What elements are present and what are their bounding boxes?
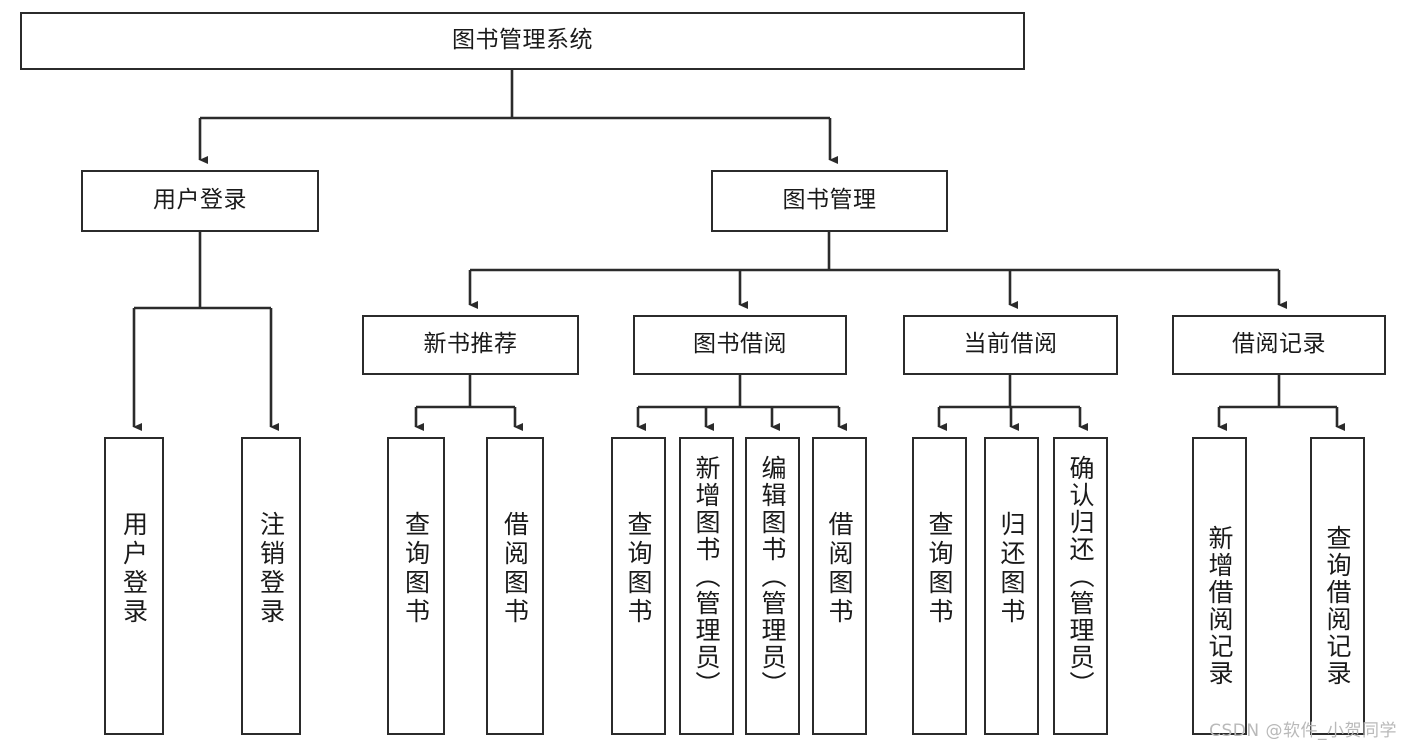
- node-label: 借阅图书: [825, 511, 854, 627]
- node-label: 当前借阅: [963, 331, 1058, 358]
- node-label: 编辑图书（管理员）: [758, 455, 787, 698]
- node-label: 新书推荐: [423, 331, 518, 358]
- node-leaf-edit-book-admin[interactable]: 编辑图书（管理员）: [745, 437, 800, 735]
- node-label: 查询图书: [925, 511, 954, 627]
- node-leaf-query-book-borrow[interactable]: 查询图书: [611, 437, 666, 735]
- node-leaf-borrow-book-borrow[interactable]: 借阅图书: [812, 437, 867, 735]
- node-borrow-record[interactable]: 借阅记录: [1172, 315, 1386, 375]
- node-label: 用户登录: [153, 187, 247, 214]
- node-user-login[interactable]: 用户登录: [81, 170, 319, 232]
- edge-group: [132, 70, 1345, 431]
- node-label: 查询图书: [624, 511, 653, 627]
- node-label: 用户登录: [119, 511, 149, 627]
- node-leaf-logout-login[interactable]: 注销登录: [241, 437, 301, 735]
- node-label: 新增借阅记录: [1205, 525, 1234, 687]
- node-leaf-user-login[interactable]: 用户登录: [104, 437, 164, 735]
- node-label: 借阅记录: [1232, 331, 1326, 358]
- node-book-borrow[interactable]: 图书借阅: [633, 315, 847, 375]
- node-label: 查询借阅记录: [1323, 525, 1352, 687]
- node-leaf-add-book-admin[interactable]: 新增图书（管理员）: [679, 437, 734, 735]
- node-label: 借阅图书: [500, 511, 530, 627]
- node-label: 注销登录: [256, 511, 286, 627]
- node-leaf-query-borrow-record[interactable]: 查询借阅记录: [1310, 437, 1365, 735]
- node-root-book-management-system[interactable]: 图书管理系统: [20, 12, 1025, 70]
- node-leaf-query-book-recommend[interactable]: 查询图书: [387, 437, 445, 735]
- node-leaf-borrow-book-recommend[interactable]: 借阅图书: [486, 437, 544, 735]
- node-new-book-recommend[interactable]: 新书推荐: [362, 315, 579, 375]
- node-label: 新增图书（管理员）: [692, 455, 721, 698]
- node-current-borrow[interactable]: 当前借阅: [903, 315, 1118, 375]
- node-label: 图书借阅: [693, 331, 787, 358]
- node-leaf-query-book-current[interactable]: 查询图书: [912, 437, 967, 735]
- node-label: 确认归还（管理员）: [1066, 455, 1095, 698]
- node-leaf-confirm-return-admin[interactable]: 确认归还（管理员）: [1053, 437, 1108, 735]
- node-label: 图书管理系统: [452, 27, 593, 54]
- node-leaf-return-book[interactable]: 归还图书: [984, 437, 1039, 735]
- node-book-management[interactable]: 图书管理: [711, 170, 948, 232]
- node-label: 图书管理: [782, 187, 877, 214]
- node-label: 归还图书: [997, 511, 1026, 627]
- node-label: 查询图书: [401, 511, 431, 627]
- node-leaf-add-borrow-record[interactable]: 新增借阅记录: [1192, 437, 1247, 735]
